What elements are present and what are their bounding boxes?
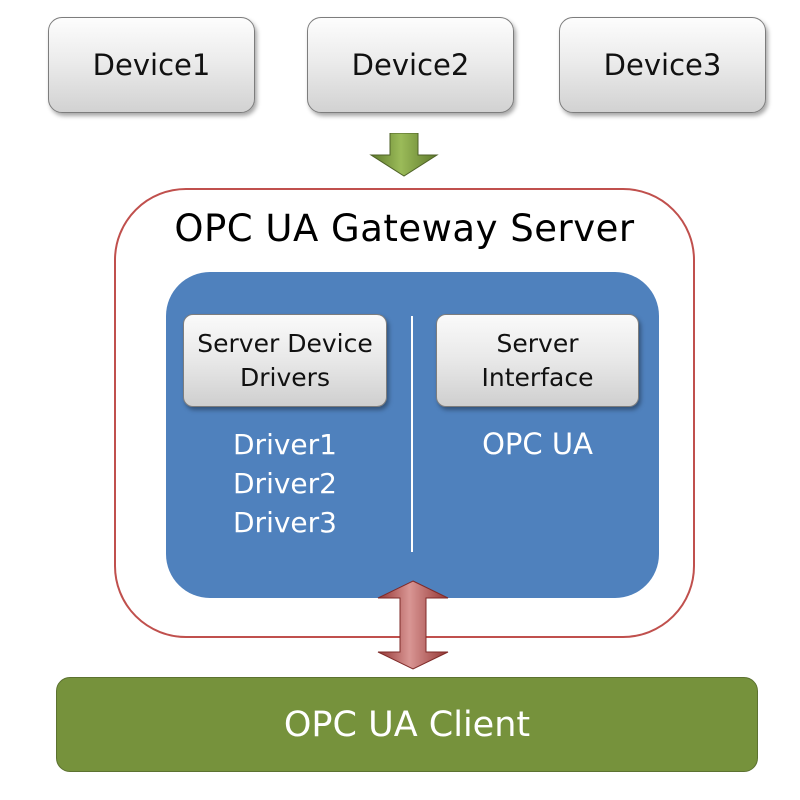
down-arrow-icon [369,133,439,177]
device-1-label: Device1 [92,48,211,82]
gateway-title: OPC UA Gateway Server [174,207,635,250]
opc-ua-client-label: OPC UA Client [283,704,531,745]
protocol-label: OPC UA [482,427,593,461]
device-1-box: Device1 [48,17,255,113]
device-2-box: Device2 [307,17,514,113]
device-3-label: Device3 [603,48,722,82]
driver-item: Driver1 [233,428,337,461]
device-2-label: Device2 [351,48,470,82]
panel-divider [411,316,413,552]
driver-item: Driver3 [233,506,337,539]
server-device-drivers-box: Server Device Drivers [183,314,387,407]
driver-list: Driver1 Driver2 Driver3 [183,425,387,542]
server-device-drivers-label: Server Device Drivers [197,328,373,392]
opc-ua-client-bar: OPC UA Client [56,677,758,772]
driver-item: Driver2 [233,467,337,500]
server-interface-box: Server Interface [436,314,639,407]
double-headed-arrow-icon [377,580,449,670]
server-interface-label: Server Interface [481,328,594,392]
device-3-box: Device3 [559,17,766,113]
